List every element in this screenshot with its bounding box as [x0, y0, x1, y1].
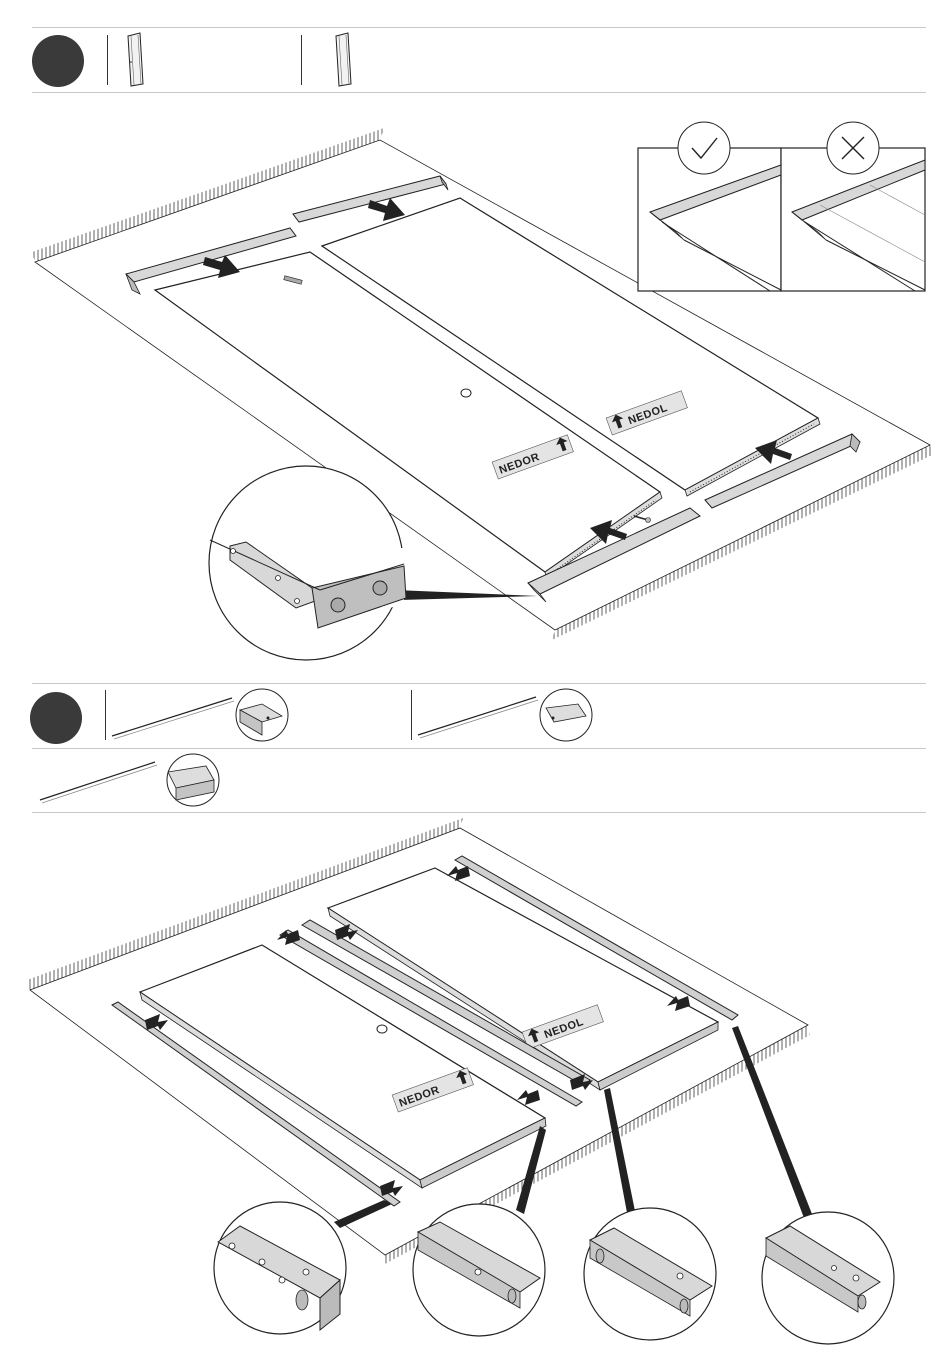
magnifier-rail-end-1	[214, 1202, 346, 1334]
cross-icon	[827, 122, 879, 174]
magnifier-rail-end-3	[584, 1208, 716, 1340]
screw-part	[634, 516, 651, 523]
part-rail-icon	[418, 689, 592, 741]
part-panel-icon	[128, 33, 143, 86]
part-rail-icon	[112, 689, 288, 741]
part-rail-icon	[40, 754, 219, 806]
check-icon	[678, 122, 730, 174]
magnifier-rail-end-4	[762, 1212, 894, 1344]
magnifier-rail-end-2	[413, 1204, 545, 1336]
part-panel-icon	[336, 33, 351, 86]
